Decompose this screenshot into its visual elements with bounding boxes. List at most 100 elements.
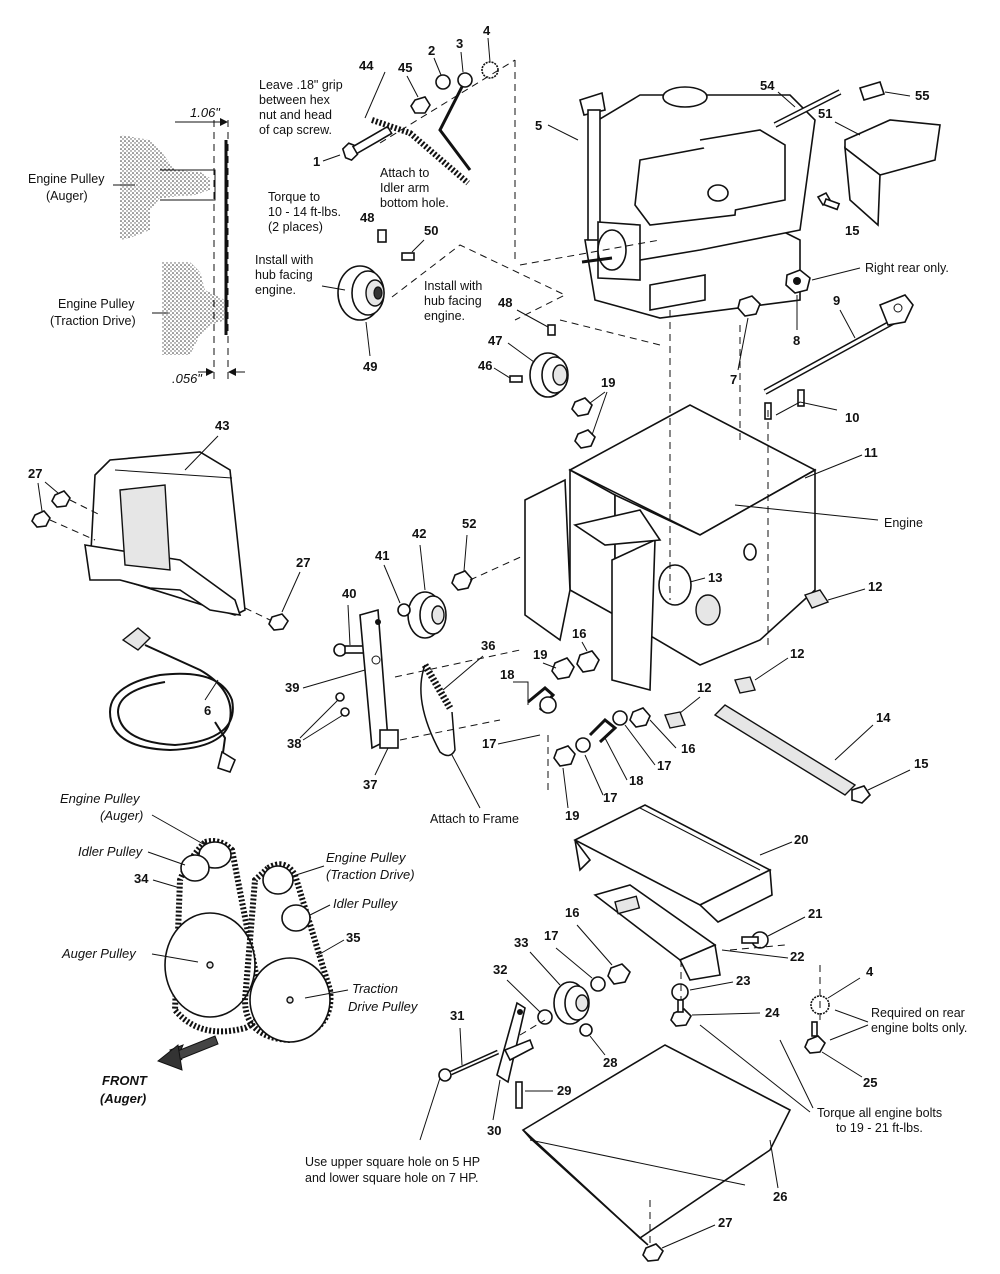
callout-15b: 15: [914, 756, 928, 771]
part-9-chute-rod: [763, 294, 914, 395]
inset-label-traction-2: (Traction Drive): [50, 314, 136, 328]
callout-19a: 19: [601, 375, 615, 390]
part-12-clip-b: [734, 676, 756, 694]
callout-6: 6: [204, 703, 211, 718]
part-20-bracket: [573, 804, 773, 923]
part-43-belt-cover: [84, 451, 246, 617]
svg-text:10 - 14 ft-lbs.: 10 - 14 ft-lbs.: [268, 205, 341, 219]
inset-label-auger-1: Engine Pulley: [28, 172, 105, 186]
part-2-washer: [435, 74, 451, 90]
note-required-rear-1: Required on rear: [871, 1006, 965, 1020]
svg-text:hub facing: hub facing: [255, 268, 313, 282]
part-24-bolt: [670, 999, 692, 1027]
part-29-pin: [515, 1081, 523, 1109]
callout-3: 3: [456, 36, 463, 51]
part-16-nut-c: [607, 963, 631, 985]
part-21-screw: [741, 931, 769, 949]
note-right-rear-only: Right rear only.: [865, 261, 949, 275]
callout-50: 50: [424, 223, 438, 238]
part-50-key: [401, 252, 415, 261]
part-52-nut: [451, 570, 473, 591]
part-16-nut-b: [629, 707, 651, 728]
callout-17b: 17: [657, 758, 671, 773]
belt-label-idler-right: Idler Pulley: [333, 896, 399, 911]
part-14-strap: [713, 704, 857, 796]
note-install-hub-mid: Install with hub facing engine.: [424, 279, 482, 323]
callout-17a: 17: [482, 736, 496, 751]
svg-text:Torque to: Torque to: [268, 190, 320, 204]
part-27-nut-bottom: [642, 1243, 664, 1262]
part-6-extension-cord: [108, 627, 237, 773]
part-18-bracket-b: [588, 717, 618, 744]
svg-text:hub facing: hub facing: [424, 294, 482, 308]
callout-7: 7: [730, 372, 737, 387]
front-direction-arrow: [157, 1035, 219, 1071]
callout-45: 45: [398, 60, 412, 75]
callout-24: 24: [765, 1005, 780, 1020]
part-17-washer-d: [590, 976, 606, 992]
callout-16a: 16: [572, 626, 586, 641]
callout-13: 13: [708, 570, 722, 585]
callout-30: 30: [487, 1123, 501, 1138]
part-4-lock-washer: [481, 61, 499, 79]
part-27-nut-left: [51, 490, 71, 508]
part-7-nut: [737, 295, 761, 317]
part-36-spring: [420, 663, 456, 757]
callout-34: 34: [134, 871, 149, 886]
belt-label-engine-traction-1: Engine Pulley: [326, 850, 407, 865]
part-15-screw-bottom: [851, 785, 872, 804]
callout-19c: 19: [565, 808, 579, 823]
part-17-washer-c: [575, 737, 591, 753]
callout-21: 21: [808, 906, 822, 921]
svg-text:between hex: between hex: [259, 93, 331, 107]
part-15-screw-top: [816, 191, 841, 211]
callout-11: 11: [864, 445, 878, 460]
callout-20: 20: [794, 832, 808, 847]
callout-19b: 19: [533, 647, 547, 662]
note-attach-frame: Attach to Frame: [430, 812, 519, 826]
callout-52: 52: [462, 516, 476, 531]
part-19-nut-mid: [551, 657, 575, 680]
part-5-engine: [579, 86, 816, 319]
svg-text:Install with: Install with: [255, 253, 313, 267]
part-33-pulley: [553, 981, 590, 1025]
part-16-nut-a: [576, 650, 600, 673]
callout-31: 31: [450, 1008, 464, 1023]
callout-16c: 16: [565, 905, 579, 920]
callout-2: 2: [428, 43, 435, 58]
note-engine: Engine: [884, 516, 923, 530]
callout-48b: 48: [498, 295, 512, 310]
belt-label-engine-auger-2: (Auger): [100, 808, 143, 823]
callout-4: 4: [483, 23, 491, 38]
part-54-rod: [773, 89, 842, 128]
callout-18b: 18: [629, 773, 643, 788]
callout-12b: 12: [790, 646, 804, 661]
part-47-engine-pulley-traction: [529, 352, 569, 398]
note-attach-idler: Attach to Idler arm bottom hole.: [380, 166, 449, 210]
callout-26: 26: [773, 1189, 787, 1204]
callout-9: 9: [833, 293, 840, 308]
front-label-2: (Auger): [100, 1091, 146, 1106]
callout-49: 49: [363, 359, 377, 374]
part-19-nut-top-a: [571, 397, 593, 417]
callout-37: 37: [363, 777, 377, 792]
note-square-hole-2: and lower square hole on 7 HP.: [305, 1171, 479, 1185]
inset-label-auger-2: (Auger): [46, 189, 88, 203]
callout-4b: 4: [866, 964, 874, 979]
callout-28: 28: [603, 1055, 617, 1070]
part-51-shroud: [844, 119, 941, 227]
dim-bottom-label: .056": [172, 371, 203, 386]
callout-25: 25: [863, 1075, 877, 1090]
callout-47: 47: [488, 333, 502, 348]
belt-label-traction-drive-2: Drive Pulley: [348, 999, 419, 1014]
part-46-key: [509, 375, 523, 383]
callout-18a: 18: [500, 667, 514, 682]
callout-27c: 27: [718, 1215, 732, 1230]
part-23-washer: [671, 983, 689, 1001]
part-49-engine-pulley-auger: [337, 265, 385, 321]
part-32-washer: [537, 1009, 553, 1025]
part-19-nut-top-b: [574, 429, 596, 449]
callout-46: 46: [478, 358, 492, 373]
svg-text:nut and head: nut and head: [259, 108, 332, 122]
svg-text:Attach to: Attach to: [380, 166, 429, 180]
